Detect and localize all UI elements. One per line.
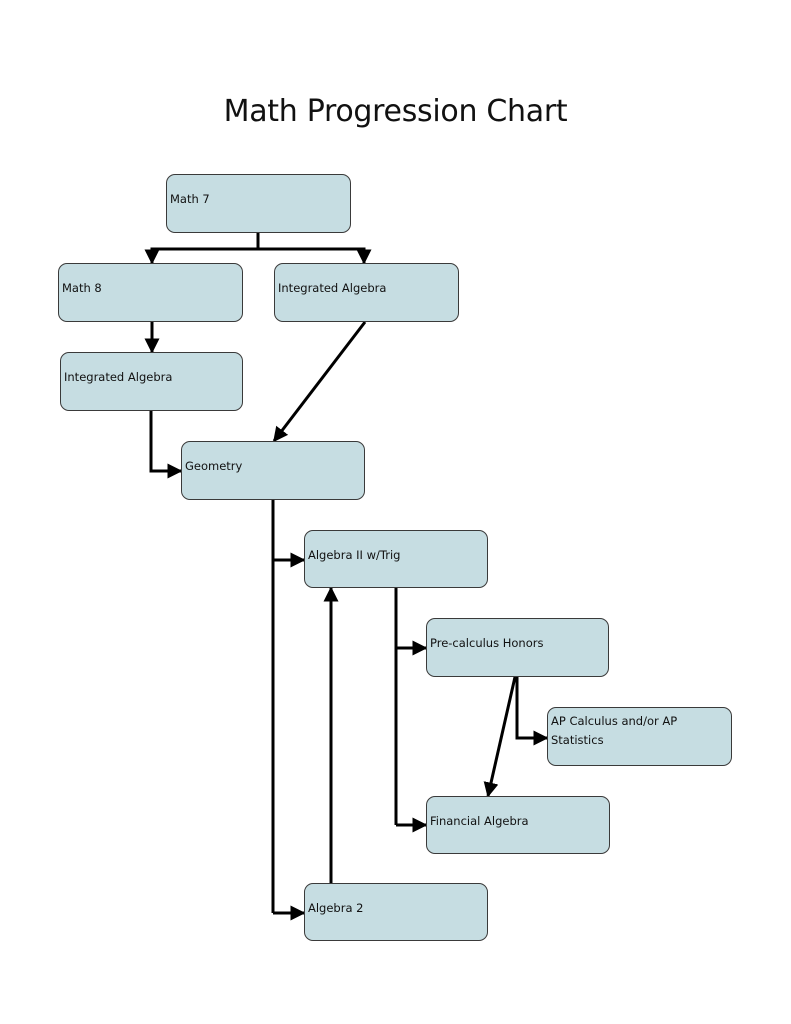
node-ap-calculus-statistics: AP Calculus and/or AP Statistics <box>547 707 732 766</box>
edge-precalc-financial <box>483 676 517 798</box>
chart-title: Math Progression Chart <box>223 94 568 129</box>
edge-int-alg-right-geometry <box>272 321 367 443</box>
node-label: Algebra II w/Trig <box>308 548 401 562</box>
node-financial-algebra: Financial Algebra <box>426 796 610 854</box>
edge-math7-math8 <box>144 247 258 265</box>
node-precalculus-honors: Pre-calculus Honors <box>426 618 609 677</box>
node-label: Math 8 <box>62 281 102 295</box>
node-math-8: Math 8 <box>58 263 243 322</box>
node-math-7: Math 7 <box>166 174 351 233</box>
node-algebra-ii-trig: Algebra II w/Trig <box>304 530 488 588</box>
node-label: Pre-calculus Honors <box>430 636 544 650</box>
node-label: Integrated Algebra <box>64 370 173 384</box>
edge-math7-int-alg <box>258 247 372 265</box>
node-label: Financial Algebra <box>430 814 529 828</box>
node-algebra-2: Algebra 2 <box>304 883 488 941</box>
node-integrated-algebra-right: Integrated Algebra <box>274 263 459 322</box>
node-geometry: Geometry <box>181 441 365 500</box>
node-label: Geometry <box>185 459 243 473</box>
edge-int-alg-left-geometry <box>149 411 183 479</box>
edge-precalc-ap <box>515 677 549 746</box>
node-label: Math 7 <box>170 192 210 206</box>
node-integrated-algebra-left: Integrated Algebra <box>60 352 243 411</box>
node-label: Algebra 2 <box>308 901 364 915</box>
node-label: Integrated Algebra <box>278 281 387 295</box>
node-label: AP Calculus and/or AP Statistics <box>551 714 681 747</box>
